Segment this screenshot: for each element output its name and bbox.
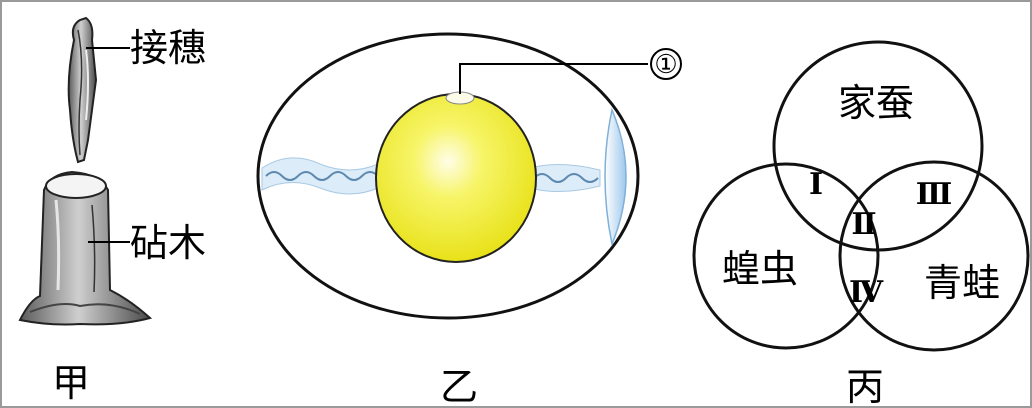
venn-label-top: 家蚕 bbox=[838, 81, 914, 125]
venn-region-1: Ⅰ bbox=[809, 167, 823, 202]
panel-bing: 家蚕 蝗虫 青蛙 Ⅰ Ⅱ Ⅲ Ⅳ 丙 bbox=[692, 40, 1030, 408]
venn-label-left: 蝗虫 bbox=[722, 247, 798, 291]
venn-region-2: Ⅱ bbox=[851, 207, 876, 242]
rootstock-label: 砧木 bbox=[130, 221, 206, 265]
egg-yolk bbox=[375, 93, 537, 263]
caption-jia: 甲 bbox=[52, 361, 90, 405]
air-chamber bbox=[604, 107, 627, 247]
venn-circle-right bbox=[838, 160, 1030, 352]
venn-circle-left bbox=[692, 162, 880, 350]
chalaza-right bbox=[529, 163, 601, 193]
caption-yi: 乙 bbox=[440, 365, 478, 408]
scion-illustration bbox=[67, 16, 98, 164]
rootstock-illustration bbox=[18, 170, 153, 326]
venn-label-right: 青蛙 bbox=[924, 261, 1000, 305]
venn-region-4: Ⅳ bbox=[849, 275, 884, 310]
venn-region-3: Ⅲ bbox=[916, 177, 953, 212]
scion-label: 接穗 bbox=[130, 26, 206, 70]
panel-yi: ① 乙 bbox=[256, 32, 682, 408]
venn-circle-top bbox=[772, 40, 984, 252]
caption-bing: 丙 bbox=[846, 365, 884, 408]
marker-circle bbox=[650, 48, 682, 80]
marker-pointer-line bbox=[459, 63, 648, 94]
panel-jia: 接穗 砧木 甲 bbox=[18, 16, 206, 405]
marker-label: ① bbox=[654, 50, 677, 80]
